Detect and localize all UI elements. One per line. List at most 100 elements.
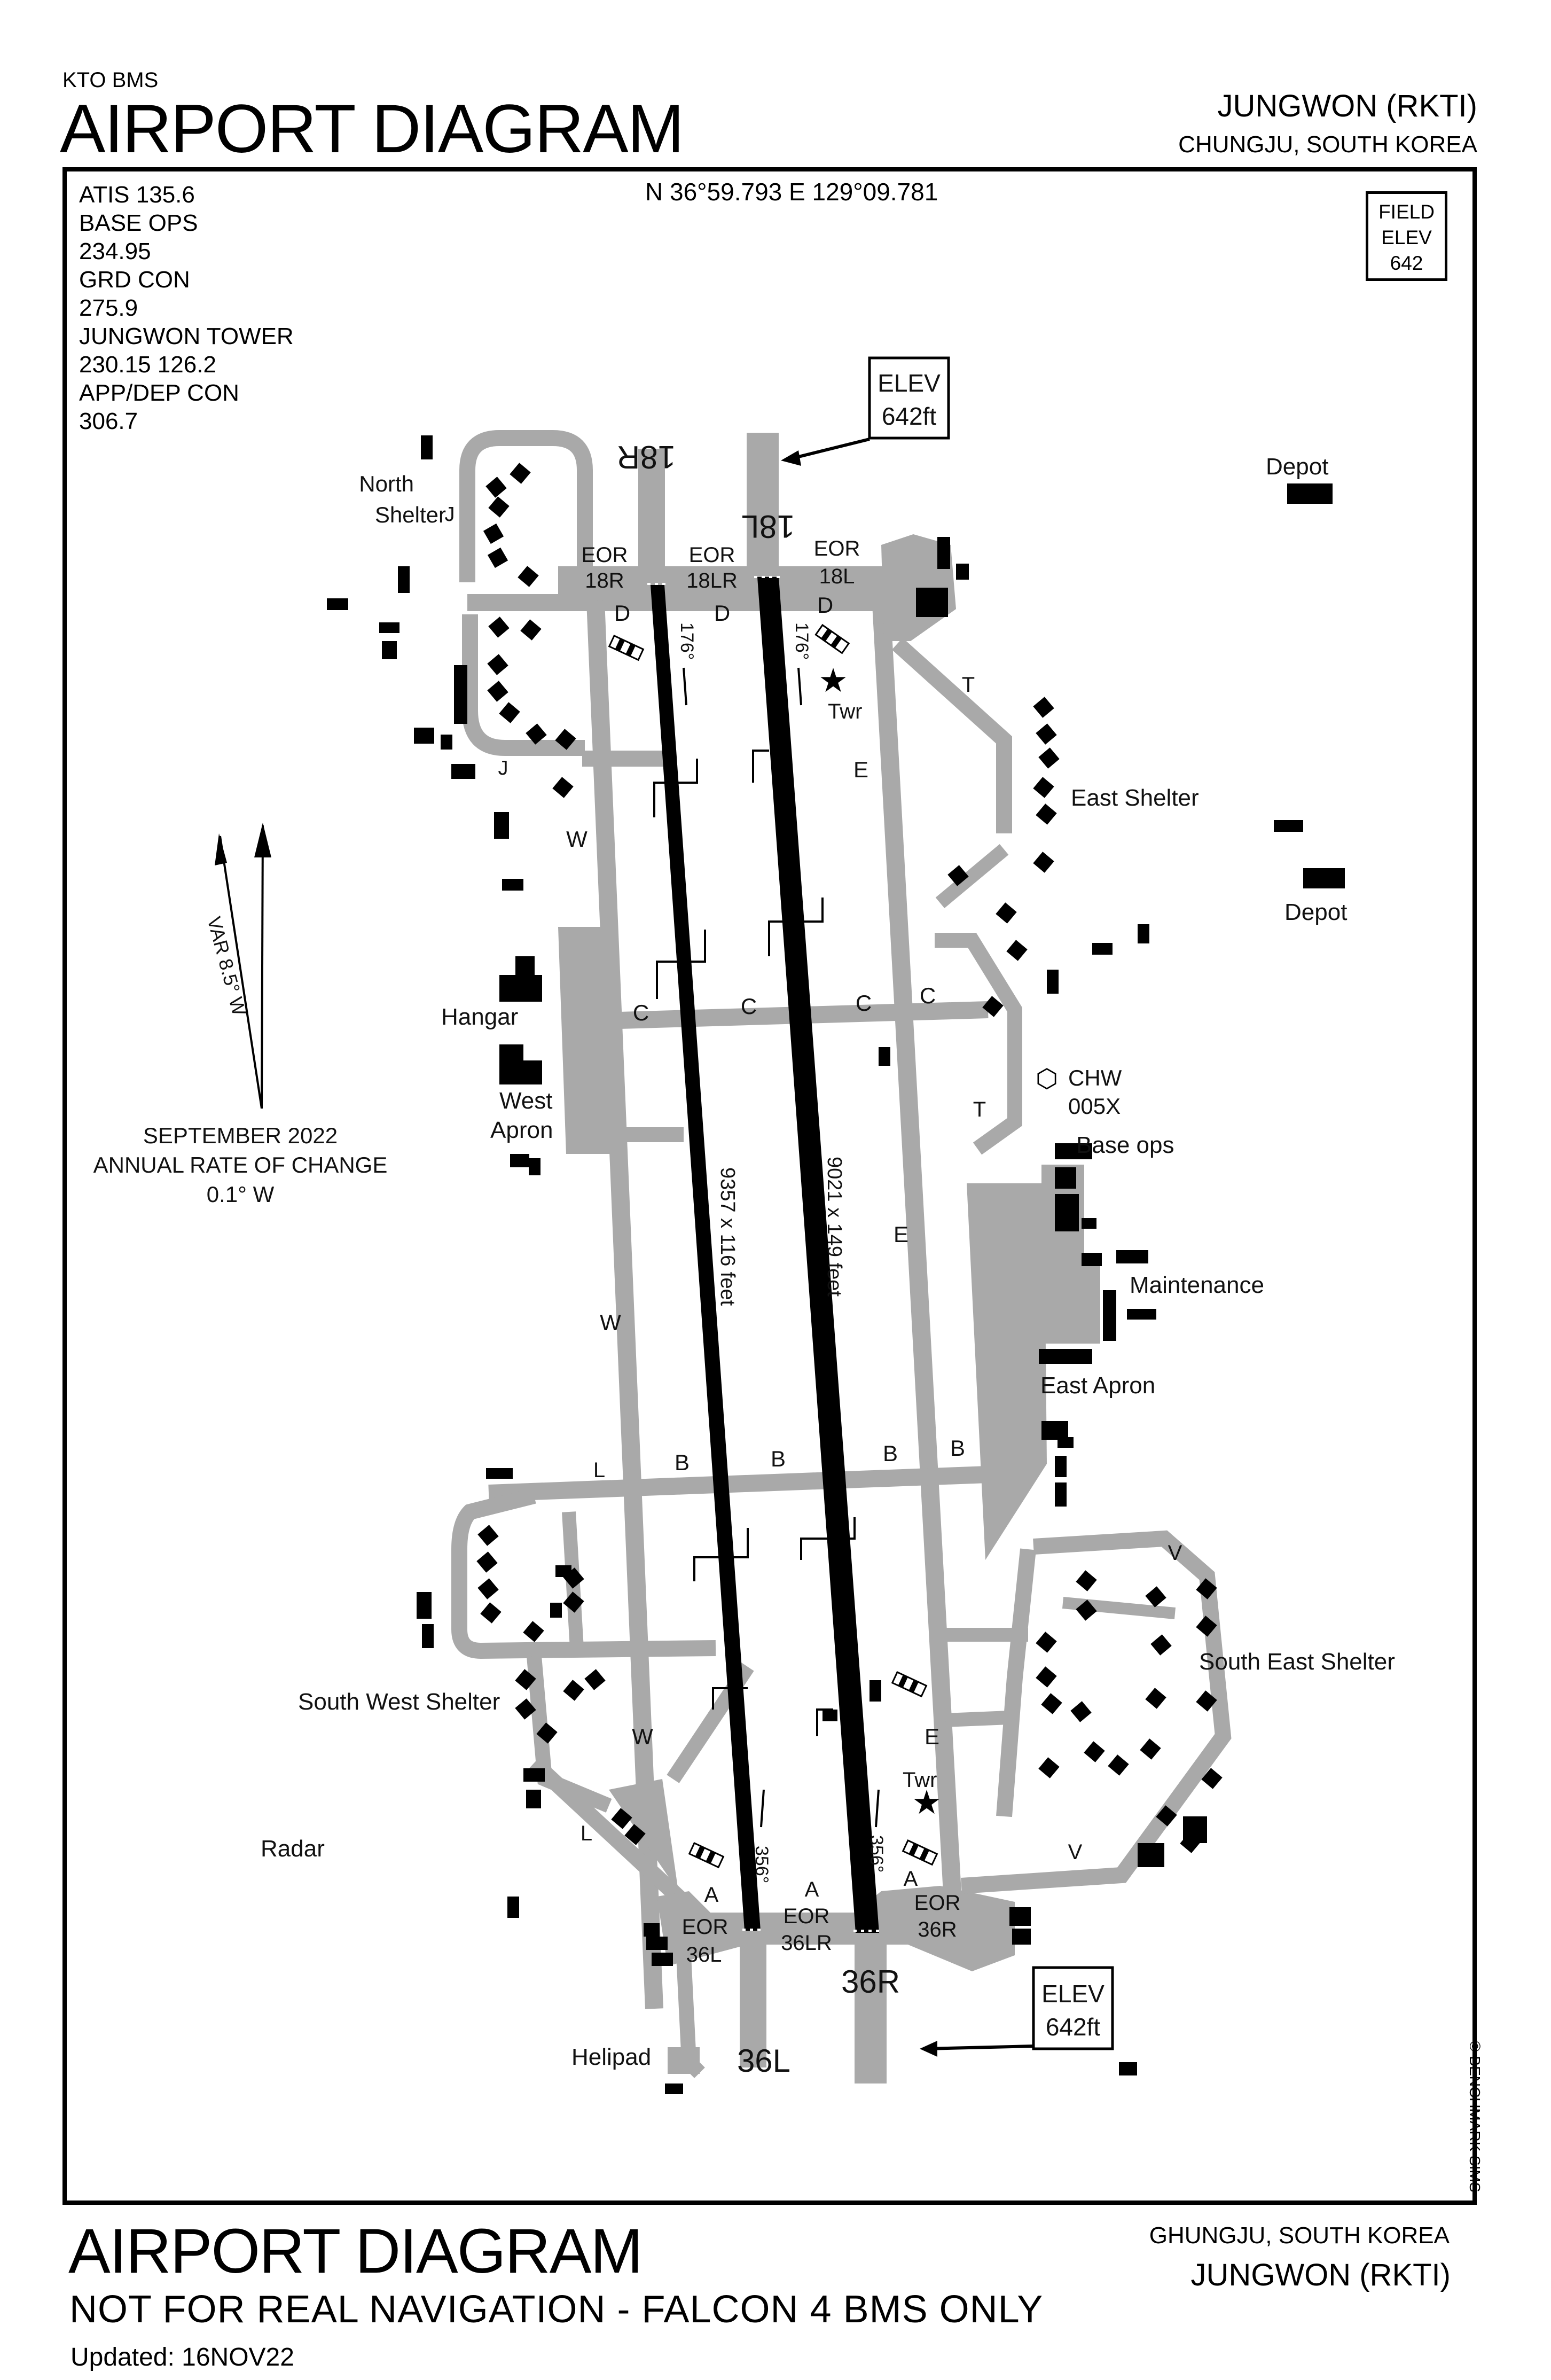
- elev-callout-text: ELEV: [1041, 1980, 1104, 2008]
- eor-label: 18LR: [686, 569, 738, 592]
- building: [1082, 1218, 1096, 1229]
- elev-callout-arrows: [787, 438, 1034, 2050]
- shelter: [487, 654, 508, 675]
- shelter: [1033, 697, 1054, 718]
- taxiway-label-a: A: [904, 1867, 918, 1891]
- se-shelter-loop: [961, 1530, 1232, 1894]
- airport-name: JUNGWON (RKTI): [1217, 89, 1478, 123]
- shelter: [1036, 723, 1057, 745]
- runways: [647, 576, 882, 1933]
- eor-south-pad: [657, 1886, 1015, 1971]
- shelter: [523, 1621, 544, 1642]
- navaid-icon: ⬡: [1036, 1064, 1058, 1094]
- east-apron-area: [967, 1183, 1047, 1560]
- elev-callout-box-n: [868, 356, 950, 440]
- shelter: [1038, 747, 1060, 769]
- west-apron-label: Apron: [490, 1117, 553, 1143]
- hangar-label: Hangar: [441, 1004, 518, 1030]
- tower-star-icon: ★: [912, 1783, 942, 1822]
- taxiway-label-c: C: [633, 1000, 649, 1025]
- north-shelter-label: North: [359, 471, 414, 496]
- shelter: [1084, 1741, 1105, 1762]
- shelter: [1038, 1757, 1060, 1778]
- building: [1119, 2062, 1137, 2075]
- shelter: [1196, 1690, 1217, 1712]
- mag-rate: 0.1° W: [207, 1182, 275, 1207]
- taxiway-label-d: D: [714, 600, 730, 626]
- field-elev-line: 642: [1390, 252, 1423, 274]
- building: [502, 879, 523, 891]
- south-east-shelter-label: South East Shelter: [1199, 1649, 1395, 1675]
- taxiway-e: [872, 603, 962, 1913]
- eor-label: 36L: [686, 1943, 722, 1967]
- building: [937, 537, 950, 569]
- direction-arrows: [653, 667, 880, 1828]
- taxiway-label-b: B: [950, 1435, 965, 1461]
- tower-label: Twr: [903, 1768, 937, 1792]
- runway-extension-18l: [747, 433, 779, 582]
- eor-label: 36LR: [781, 1931, 832, 1955]
- building: [398, 566, 410, 593]
- eor-label: EOR: [914, 1891, 961, 1915]
- taxiway-label-j: J: [498, 757, 508, 779]
- west-apron-area: [558, 927, 628, 1154]
- building: [1012, 1929, 1031, 1945]
- building: [515, 956, 535, 976]
- heading-label: 356°: [751, 1846, 772, 1883]
- runway-label-36r: 36R: [841, 1964, 900, 2000]
- shelter: [584, 1669, 606, 1690]
- shelter: [476, 1551, 498, 1573]
- runway-18l-36r: [757, 577, 879, 1933]
- building: [451, 764, 475, 779]
- sw-shelter-loop: [451, 1488, 716, 1659]
- shelter: [477, 1525, 499, 1546]
- taxiway-se-cross: [945, 1711, 1010, 1727]
- shelter: [518, 566, 539, 587]
- shelter: [1036, 1666, 1057, 1688]
- mag-date: SEPTEMBER 2022: [143, 1123, 338, 1148]
- runway-extension-18r: [638, 449, 665, 582]
- shelter: [515, 1669, 536, 1690]
- shelter: [563, 1680, 584, 1701]
- shelter: [611, 1808, 632, 1829]
- building: [454, 665, 467, 724]
- eor-label: 36R: [918, 1918, 957, 1941]
- building: [652, 1953, 673, 1966]
- windsock-icon: [688, 1842, 725, 1869]
- windsock-icon: [608, 635, 645, 661]
- shelter: [1076, 1599, 1097, 1621]
- runway-dims-right: 9021 x 149 feet: [823, 1157, 845, 1297]
- shelter: [526, 723, 547, 745]
- building: [1092, 943, 1113, 955]
- taxiway-label-w: W: [600, 1310, 621, 1335]
- freq-line: BASE OPS: [79, 210, 198, 236]
- var-label: VAR 8.5° W: [203, 914, 250, 1018]
- windsocks: [608, 623, 938, 1869]
- mag-north-arrowhead: [215, 833, 227, 865]
- footer-location: GHUNGJU, SOUTH KOREA: [1149, 2222, 1450, 2249]
- building: [1055, 1143, 1092, 1159]
- building: [417, 1592, 432, 1619]
- building: [507, 1897, 519, 1918]
- east-apron-label: East Apron: [1040, 1372, 1155, 1399]
- pavement: [451, 430, 1232, 2084]
- taxiway-label-d: D: [614, 600, 630, 626]
- se-shelter-loop: [996, 1548, 1036, 1817]
- building: [870, 1680, 881, 1702]
- tower-label: Twr: [828, 700, 862, 723]
- building: [822, 1710, 837, 1721]
- map-labels: North Shelter East Shelter Depot Depot H…: [93, 369, 1395, 2079]
- true-north-arrowhead: [254, 823, 271, 857]
- field-elevation-box: FIELD ELEV 642: [1366, 191, 1447, 281]
- taxiway-label-j: J: [445, 503, 455, 526]
- shelter: [996, 902, 1017, 924]
- taxiway-label-c: C: [856, 990, 872, 1016]
- shelter: [487, 547, 508, 568]
- elev-callout-text: ELEV: [878, 369, 941, 397]
- west-apron-label: West: [499, 1088, 552, 1114]
- elev-arrow-head-n: [781, 450, 801, 466]
- heading-label: 176°: [792, 622, 812, 660]
- taxiway-label-b: B: [771, 1446, 786, 1471]
- threshold-marks: [647, 576, 882, 1932]
- shelter: [1036, 803, 1057, 825]
